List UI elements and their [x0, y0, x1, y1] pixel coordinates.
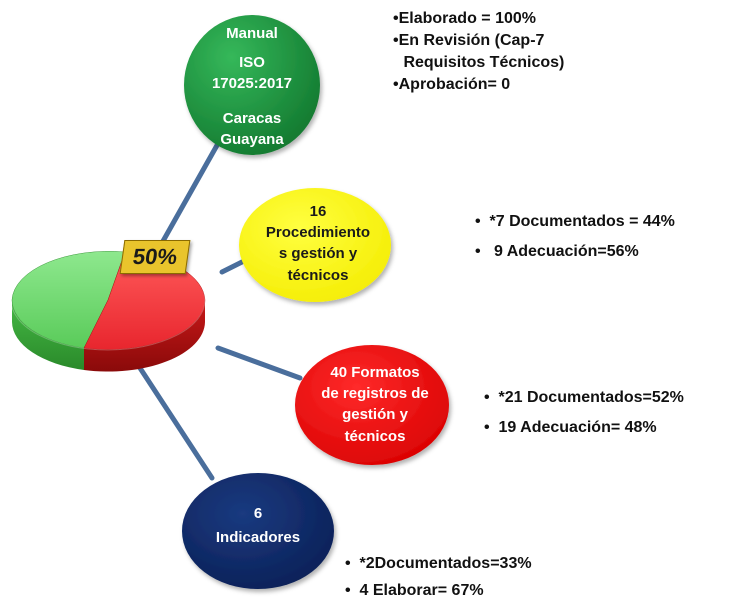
node-manual-line: 17025:2017 [212, 75, 292, 92]
bullet-text: Elaborado = 100% [398, 10, 536, 27]
bullet-text: En Revisión (Cap-7 [398, 32, 545, 49]
node-procedimientos-line: s gestión y [279, 245, 358, 262]
node-manual-circle [184, 15, 320, 155]
node-indicadores-line: 6 [254, 505, 262, 522]
node-indicadores-circle [182, 473, 334, 589]
bullet-item: • 9 Adecuación=56% [475, 237, 675, 267]
bullet-item: Requisitos Técnicos) [393, 52, 564, 74]
node-manual-line: Caracas [223, 110, 281, 127]
bullet-mark: • [484, 389, 499, 406]
bullet-item: •En Revisión (Cap-7 [393, 30, 564, 52]
connector-procedimientos [219, 259, 245, 275]
node-manual-line: ISO [239, 54, 265, 71]
bullet-mark: • [393, 32, 399, 49]
node-procedimientos-line: 16 [310, 203, 327, 220]
node-indicadores-line: Indicadores [216, 529, 300, 546]
pie-slice-green [11, 251, 126, 349]
bullet-mark: • [345, 555, 360, 572]
node-formatos-line: gestión y [342, 406, 409, 423]
pie-percent-text: 50% [131, 244, 179, 269]
bullets-indicadores: • *2Documentados=33% • 4 Elaborar= 67% [345, 550, 532, 604]
bullet-item: •Aprobación= 0 [393, 74, 564, 96]
bullet-text: 4 Elaborar= 67% [359, 582, 484, 599]
bullet-mark: • [475, 213, 490, 230]
pie-percent-badge: 50% [119, 240, 191, 274]
node-formatos-line: técnicos [345, 428, 406, 445]
bullet-text: *7 Documentados = 44% [489, 213, 675, 230]
bullet-text: Requisitos Técnicos) [399, 54, 565, 71]
pie-chart [10, 249, 206, 372]
bullet-item: • *21 Documentados=52% [484, 383, 684, 413]
bullets-procedimientos: • *7 Documentados = 44% • 9 Adecuación=5… [475, 207, 675, 267]
pie-slice-red-side [84, 300, 205, 372]
node-procedimientos-line: Procedimiento [266, 224, 370, 241]
node-procedimientos-line: técnicos [288, 267, 349, 284]
bullet-item: •Elaborado = 100% [393, 8, 564, 30]
node-indicadores-label: 6 Indicadores [216, 505, 300, 546]
bullet-text: 19 Adecuación= 48% [498, 419, 657, 436]
node-formatos-line: de registros de [321, 385, 429, 402]
connector-formatos [215, 345, 303, 381]
bullet-item: • *2Documentados=33% [345, 550, 532, 577]
node-formatos-label: 40 Formatos de registros de gestión y té… [321, 364, 429, 445]
bullet-text: Aprobación= 0 [398, 76, 511, 93]
bullet-item: • 4 Elaborar= 67% [345, 577, 532, 604]
node-procedimientos-label: 16 Procedimiento s gestión y técnicos [266, 203, 370, 284]
bullet-mark: • [393, 76, 399, 93]
bullet-item: • 19 Adecuación= 48% [484, 413, 684, 443]
node-manual-line: Manual [226, 25, 278, 42]
bullets-formatos: • *21 Documentados=52% • 19 Adecuación= … [484, 383, 684, 443]
bullet-item: • *7 Documentados = 44% [475, 207, 675, 237]
pie-slice-green-side [12, 300, 84, 370]
node-formatos-circle [295, 345, 449, 465]
bullet-mark: • [345, 582, 360, 599]
connector-manual [155, 137, 223, 253]
node-procedimientos-circle [239, 188, 391, 302]
bullets-manual: •Elaborado = 100% •En Revisión (Cap-7 Re… [393, 8, 564, 96]
bullet-text: 9 Adecuación=56% [493, 243, 639, 260]
node-manual-line: Guayana [220, 131, 284, 148]
bullet-text: *2Documentados=33% [359, 555, 532, 572]
bullet-mark: • [475, 243, 494, 260]
bullet-text: *21 Documentados=52% [498, 389, 684, 406]
bullet-mark: • [393, 10, 399, 27]
connector-indicadores [137, 365, 215, 481]
node-manual-label: Manual ISO 17025:2017 Caracas Guayana [212, 25, 292, 148]
bullet-mark: • [484, 419, 499, 436]
node-formatos-line: 40 Formatos [330, 364, 419, 381]
